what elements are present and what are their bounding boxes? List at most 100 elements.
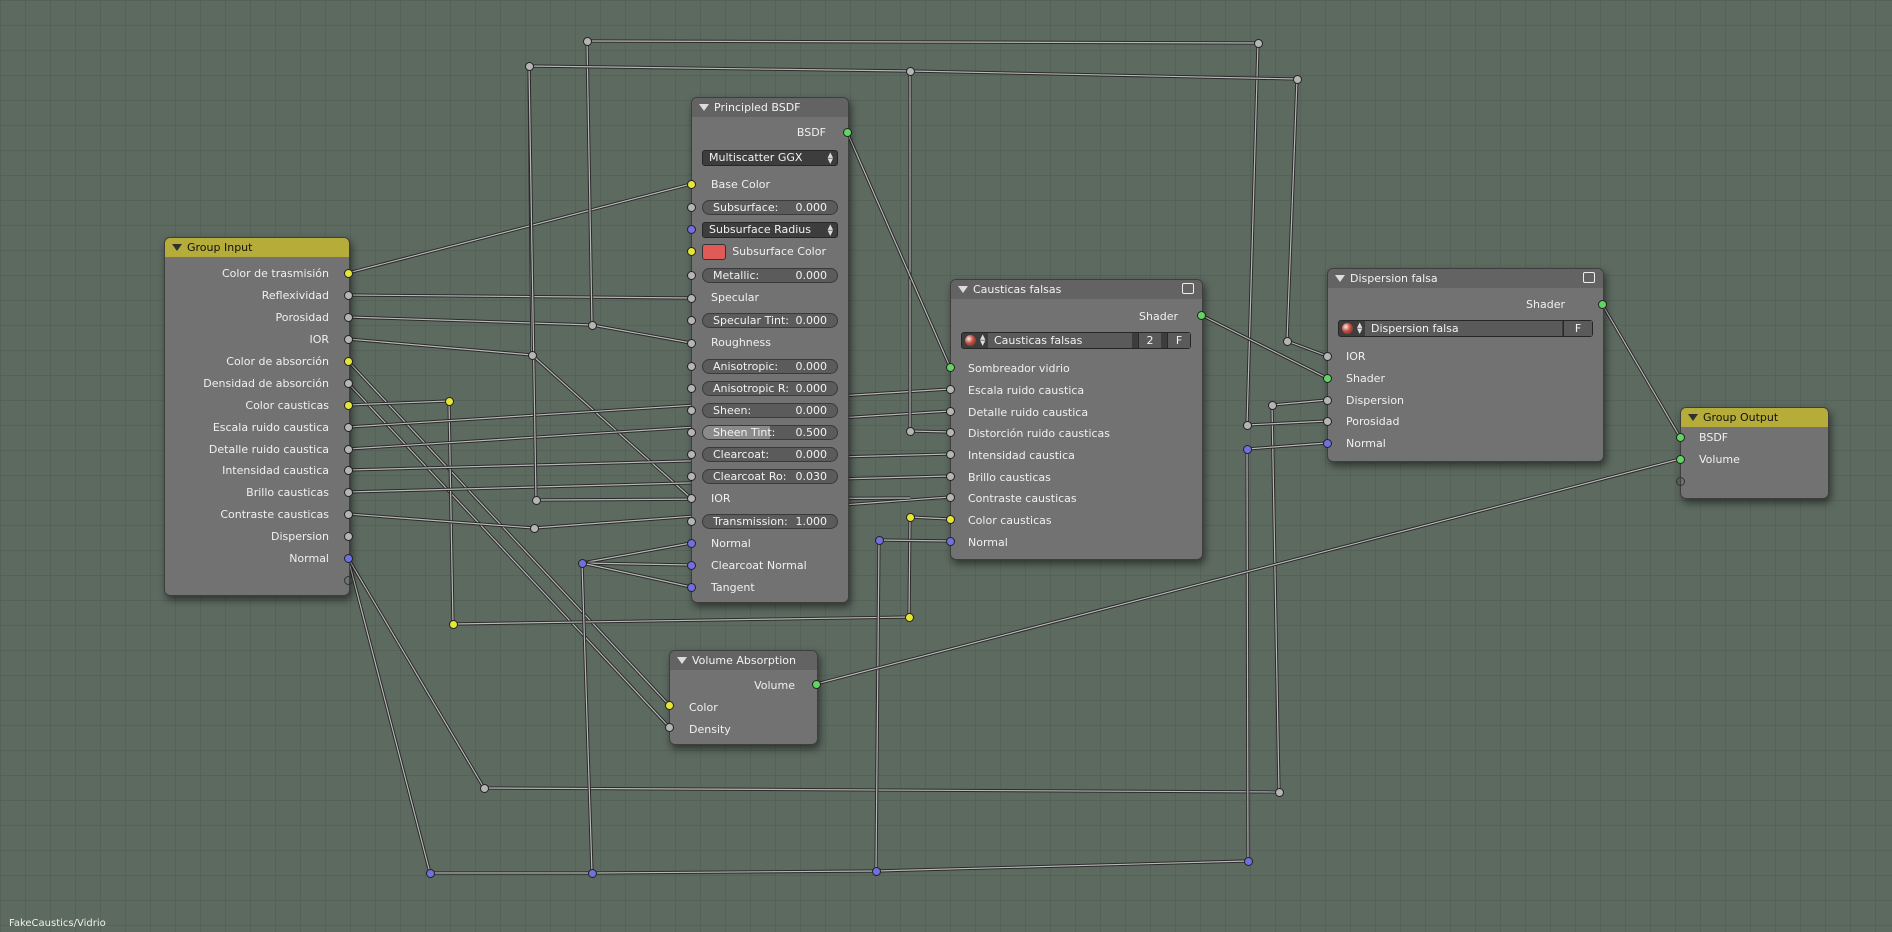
socket-df-normal[interactable] bbox=[1322, 438, 1332, 448]
socket-df-dispersion[interactable] bbox=[1322, 395, 1332, 405]
socket-df-shader[interactable] bbox=[1322, 373, 1332, 383]
socket-cf-color[interactable] bbox=[945, 514, 955, 524]
node-link[interactable] bbox=[591, 870, 877, 874]
anisotropic-field[interactable]: Anisotropic: 0.000 bbox=[702, 359, 838, 374]
node-link[interactable] bbox=[909, 70, 1298, 80]
reroute-point[interactable] bbox=[1282, 336, 1292, 346]
reroute-point[interactable] bbox=[1242, 444, 1252, 454]
node-link[interactable] bbox=[586, 40, 1259, 44]
fake-user-button[interactable]: F bbox=[1563, 321, 1592, 336]
node-link[interactable] bbox=[875, 539, 880, 872]
subsurface-method-dropdown[interactable]: Subsurface Radius ▲▼ bbox=[702, 222, 838, 238]
reroute-point[interactable] bbox=[529, 523, 539, 533]
node-link[interactable] bbox=[347, 557, 431, 874]
node-link[interactable] bbox=[1246, 442, 1328, 450]
socket-cf-distorcion[interactable] bbox=[945, 427, 955, 437]
specular-tint-field[interactable]: Specular Tint: 0.000 bbox=[702, 313, 838, 328]
group-output-header[interactable]: Group Output bbox=[1681, 408, 1828, 427]
metallic-field[interactable]: Metallic: 0.000 bbox=[702, 268, 838, 283]
socket-pb-sheen[interactable] bbox=[686, 405, 696, 415]
socket-cf-intensidad[interactable] bbox=[945, 449, 955, 459]
socket-pb-roughness[interactable] bbox=[686, 338, 696, 348]
node-link[interactable] bbox=[1246, 448, 1249, 862]
transmission-field[interactable]: Transmission: 1.000 bbox=[702, 514, 838, 529]
clearcoat-field[interactable]: Clearcoat: 0.000 bbox=[702, 447, 838, 462]
causticas-group-selector[interactable]: ▲▼ Causticas falsas 2 F bbox=[961, 332, 1191, 349]
dispersion-falsa-node[interactable]: Dispersion falsa Shader ▲▼ Dispersion fa… bbox=[1327, 268, 1604, 462]
node-link[interactable] bbox=[591, 324, 692, 344]
node-group-icon[interactable] bbox=[1583, 272, 1595, 283]
collapse-arrow-icon[interactable] bbox=[958, 286, 968, 293]
socket-pb-tangent[interactable] bbox=[686, 582, 696, 592]
node-tree-icon[interactable] bbox=[965, 335, 976, 346]
socket-cf-detalle[interactable] bbox=[945, 406, 955, 416]
distribution-dropdown[interactable]: Multiscatter GGX ▲▼ bbox=[702, 150, 838, 166]
socket-go-empty[interactable] bbox=[1675, 476, 1685, 486]
socket-pb-transmission[interactable] bbox=[686, 516, 696, 526]
socket-go-volume[interactable] bbox=[1675, 454, 1685, 464]
node-link[interactable] bbox=[878, 539, 951, 542]
node-tree-icon[interactable] bbox=[1342, 323, 1353, 334]
principled-bsdf-node[interactable]: Principled BSDF BSDF Multiscatter GGX ▲▼… bbox=[691, 97, 849, 603]
socket-pb-anisotropic[interactable] bbox=[686, 361, 696, 371]
node-link[interactable] bbox=[1271, 399, 1328, 406]
node-link[interactable] bbox=[581, 542, 692, 564]
subsurface-field[interactable]: Subsurface: 0.000 bbox=[702, 200, 838, 215]
node-link[interactable] bbox=[347, 382, 670, 728]
socket-gi-escala-ruido[interactable] bbox=[343, 422, 353, 432]
socket-go-bsdf[interactable] bbox=[1675, 432, 1685, 442]
reroute-point[interactable] bbox=[582, 36, 592, 46]
socket-df-porosidad[interactable] bbox=[1322, 416, 1332, 426]
node-link[interactable] bbox=[581, 562, 692, 566]
socket-gi-porosidad[interactable] bbox=[343, 312, 353, 322]
node-link[interactable] bbox=[909, 516, 951, 520]
fake-user-button[interactable]: F bbox=[1167, 333, 1190, 348]
node-link[interactable] bbox=[586, 40, 593, 326]
updown-arrows-icon[interactable]: ▲▼ bbox=[980, 333, 986, 347]
reroute-point[interactable] bbox=[444, 396, 454, 406]
reroute-point[interactable] bbox=[527, 350, 537, 360]
node-link[interactable] bbox=[581, 562, 692, 588]
reroute-point[interactable] bbox=[1274, 787, 1284, 797]
socket-pb-specular[interactable] bbox=[686, 293, 696, 303]
reroute-point[interactable] bbox=[531, 495, 541, 505]
sheen-tint-field[interactable]: Sheen Tint: 0.500 bbox=[702, 425, 838, 440]
node-link[interactable] bbox=[347, 475, 951, 493]
reroute-point[interactable] bbox=[905, 66, 915, 76]
clearcoat-roughness-field[interactable]: Clearcoat Ro: 0.030 bbox=[702, 469, 838, 484]
node-link[interactable] bbox=[1200, 314, 1328, 379]
collapse-arrow-icon[interactable] bbox=[677, 657, 687, 664]
collapse-arrow-icon[interactable] bbox=[1688, 414, 1698, 421]
socket-pb-out-bsdf[interactable] bbox=[842, 127, 852, 137]
causticas-users-count[interactable]: 2 bbox=[1138, 333, 1161, 348]
sheen-field[interactable]: Sheen: 0.000 bbox=[702, 403, 838, 418]
reroute-point[interactable] bbox=[587, 868, 597, 878]
group-input-header[interactable]: Group Input bbox=[165, 238, 349, 257]
socket-gi-normal[interactable] bbox=[343, 553, 353, 563]
socket-df-out-shader[interactable] bbox=[1597, 299, 1607, 309]
collapse-arrow-icon[interactable] bbox=[1335, 275, 1345, 282]
node-link[interactable] bbox=[347, 453, 951, 471]
node-link[interactable] bbox=[483, 787, 1280, 793]
socket-gi-color-causticas[interactable] bbox=[343, 400, 353, 410]
node-link[interactable] bbox=[347, 360, 670, 706]
socket-pb-normal[interactable] bbox=[686, 538, 696, 548]
reroute-point[interactable] bbox=[1253, 38, 1263, 48]
reroute-point[interactable] bbox=[524, 61, 534, 71]
reroute-point[interactable] bbox=[577, 558, 587, 568]
socket-cf-normal[interactable] bbox=[945, 536, 955, 546]
node-link[interactable] bbox=[347, 294, 692, 299]
node-link[interactable] bbox=[347, 388, 951, 428]
node-link[interactable] bbox=[1246, 420, 1328, 426]
socket-gi-ior[interactable] bbox=[343, 334, 353, 344]
socket-pb-clearcoat-r[interactable] bbox=[686, 471, 696, 481]
node-link[interactable] bbox=[1601, 303, 1681, 438]
socket-pb-anisotropic-r[interactable] bbox=[686, 383, 696, 393]
socket-pb-base-color[interactable] bbox=[686, 179, 696, 189]
collapse-arrow-icon[interactable] bbox=[172, 244, 182, 251]
causticas-group-name[interactable]: Causticas falsas bbox=[988, 333, 1132, 348]
socket-gi-color-trasmision[interactable] bbox=[343, 268, 353, 278]
principled-bsdf-header[interactable]: Principled BSDF bbox=[692, 98, 848, 117]
updown-arrows-icon[interactable]: ▲▼ bbox=[1357, 321, 1363, 335]
reroute-point[interactable] bbox=[479, 783, 489, 793]
